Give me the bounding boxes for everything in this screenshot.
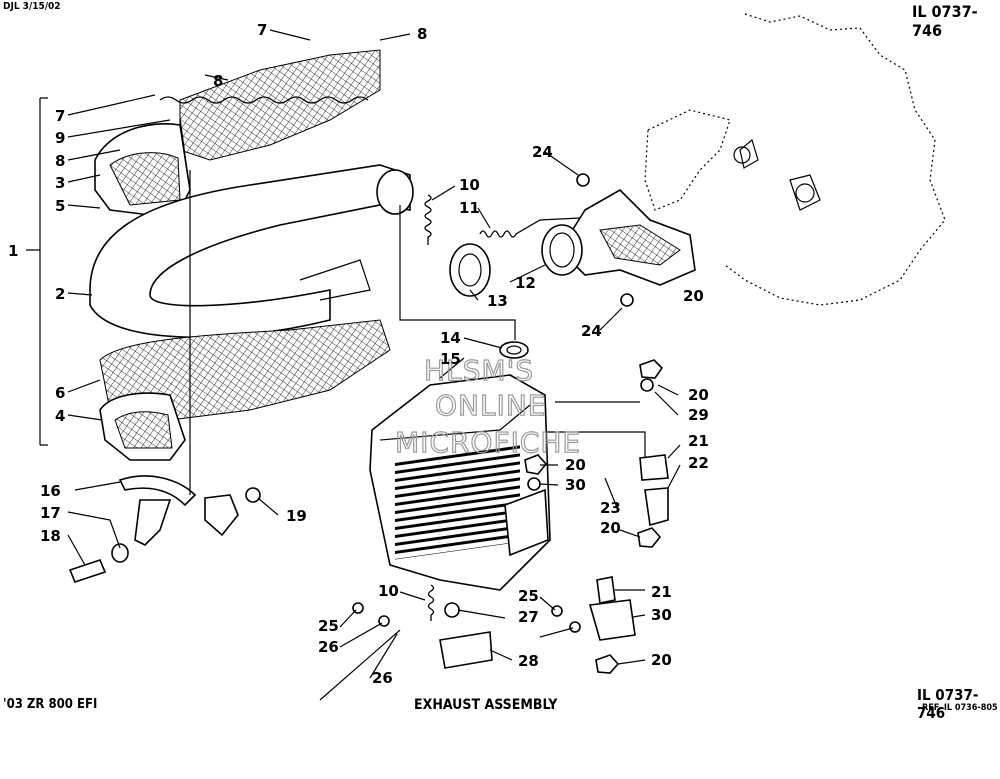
callout-26: 26 (318, 638, 339, 656)
muffler (369, 374, 551, 591)
callout-30: 30 (565, 476, 586, 494)
callout-29: 29 (688, 406, 709, 424)
callout-20: 20 (565, 456, 586, 474)
spring-10-top (424, 194, 432, 245)
callout-5: 5 (55, 197, 65, 215)
watermark-line: HLSM'S (424, 354, 534, 387)
callout-numbers: 1234567788891010111213141516171819202020… (0, 0, 709, 687)
callout-4: 4 (55, 407, 65, 425)
callout-20: 20 (688, 386, 709, 404)
callout-25: 25 (318, 617, 339, 635)
callout-26: 26 (372, 669, 393, 687)
callout-2: 2 (55, 285, 65, 303)
callout-20: 20 (683, 287, 704, 305)
reference-label: REF. IL 0736-805 (922, 703, 998, 713)
callout-27: 27 (518, 608, 539, 626)
callout-14: 14 (440, 329, 461, 347)
expansion-chamber (89, 164, 414, 338)
callout-24: 24 (532, 143, 553, 161)
seal-ring (449, 243, 491, 297)
callout-16: 16 (40, 482, 61, 500)
spring-11 (479, 217, 581, 238)
model-label: '03 ZR 800 EFI (3, 697, 98, 712)
callout-23: 23 (600, 499, 621, 517)
lower-heat-shield (99, 319, 391, 461)
callout-21: 21 (651, 583, 672, 601)
upper-heat-shield (94, 49, 381, 216)
callout-8: 8 (417, 25, 427, 43)
callout-13: 13 (487, 292, 508, 310)
callout-20: 20 (651, 651, 672, 669)
callout-17: 17 (40, 504, 61, 522)
author-date-label: DJL 3/15/02 (3, 1, 61, 12)
callout-7: 7 (55, 107, 65, 125)
callout-6: 6 (55, 384, 65, 402)
callout-20: 20 (600, 519, 621, 537)
callout-1: 1 (8, 242, 18, 260)
callout-12: 12 (515, 274, 536, 292)
callout-8: 8 (55, 152, 65, 170)
callout-9: 9 (55, 129, 65, 147)
callout-10: 10 (459, 176, 480, 194)
watermark-line: ONLINE (435, 389, 546, 422)
diagram-title: EXHAUST ASSEMBLY (414, 697, 558, 713)
callout-8: 8 (213, 72, 223, 90)
sheet-id-top: IL 0737-746 (912, 2, 978, 40)
callout-10: 10 (378, 582, 399, 600)
callout-22: 22 (688, 454, 709, 472)
muffler-mounts (319, 359, 669, 701)
callout-31: 31 (0, 0, 21, 4)
exhaust-manifold (541, 173, 696, 307)
watermark: HLSM'S ONLINE MICROFICHE (394, 353, 581, 459)
callout-11: 11 (459, 199, 480, 217)
callout-25: 25 (518, 587, 539, 605)
callout-28: 28 (518, 652, 539, 670)
callout-30: 30 (651, 606, 672, 624)
outlet-tip (499, 341, 529, 359)
callout-19: 19 (286, 507, 307, 525)
engine-outline (644, 13, 946, 306)
callout-15: 15 (440, 350, 461, 368)
sheet-id-bottom: IL 0737-746 (917, 686, 979, 722)
callout-21: 21 (688, 432, 709, 450)
callout-18: 18 (40, 527, 61, 545)
callout-24: 24 (581, 322, 602, 340)
watermark-line: MICROFICHE (395, 426, 581, 459)
callout-3: 3 (55, 174, 65, 192)
rear-hanger (68, 475, 261, 583)
callout-7: 7 (257, 21, 267, 39)
leader-lines (26, 29, 681, 679)
